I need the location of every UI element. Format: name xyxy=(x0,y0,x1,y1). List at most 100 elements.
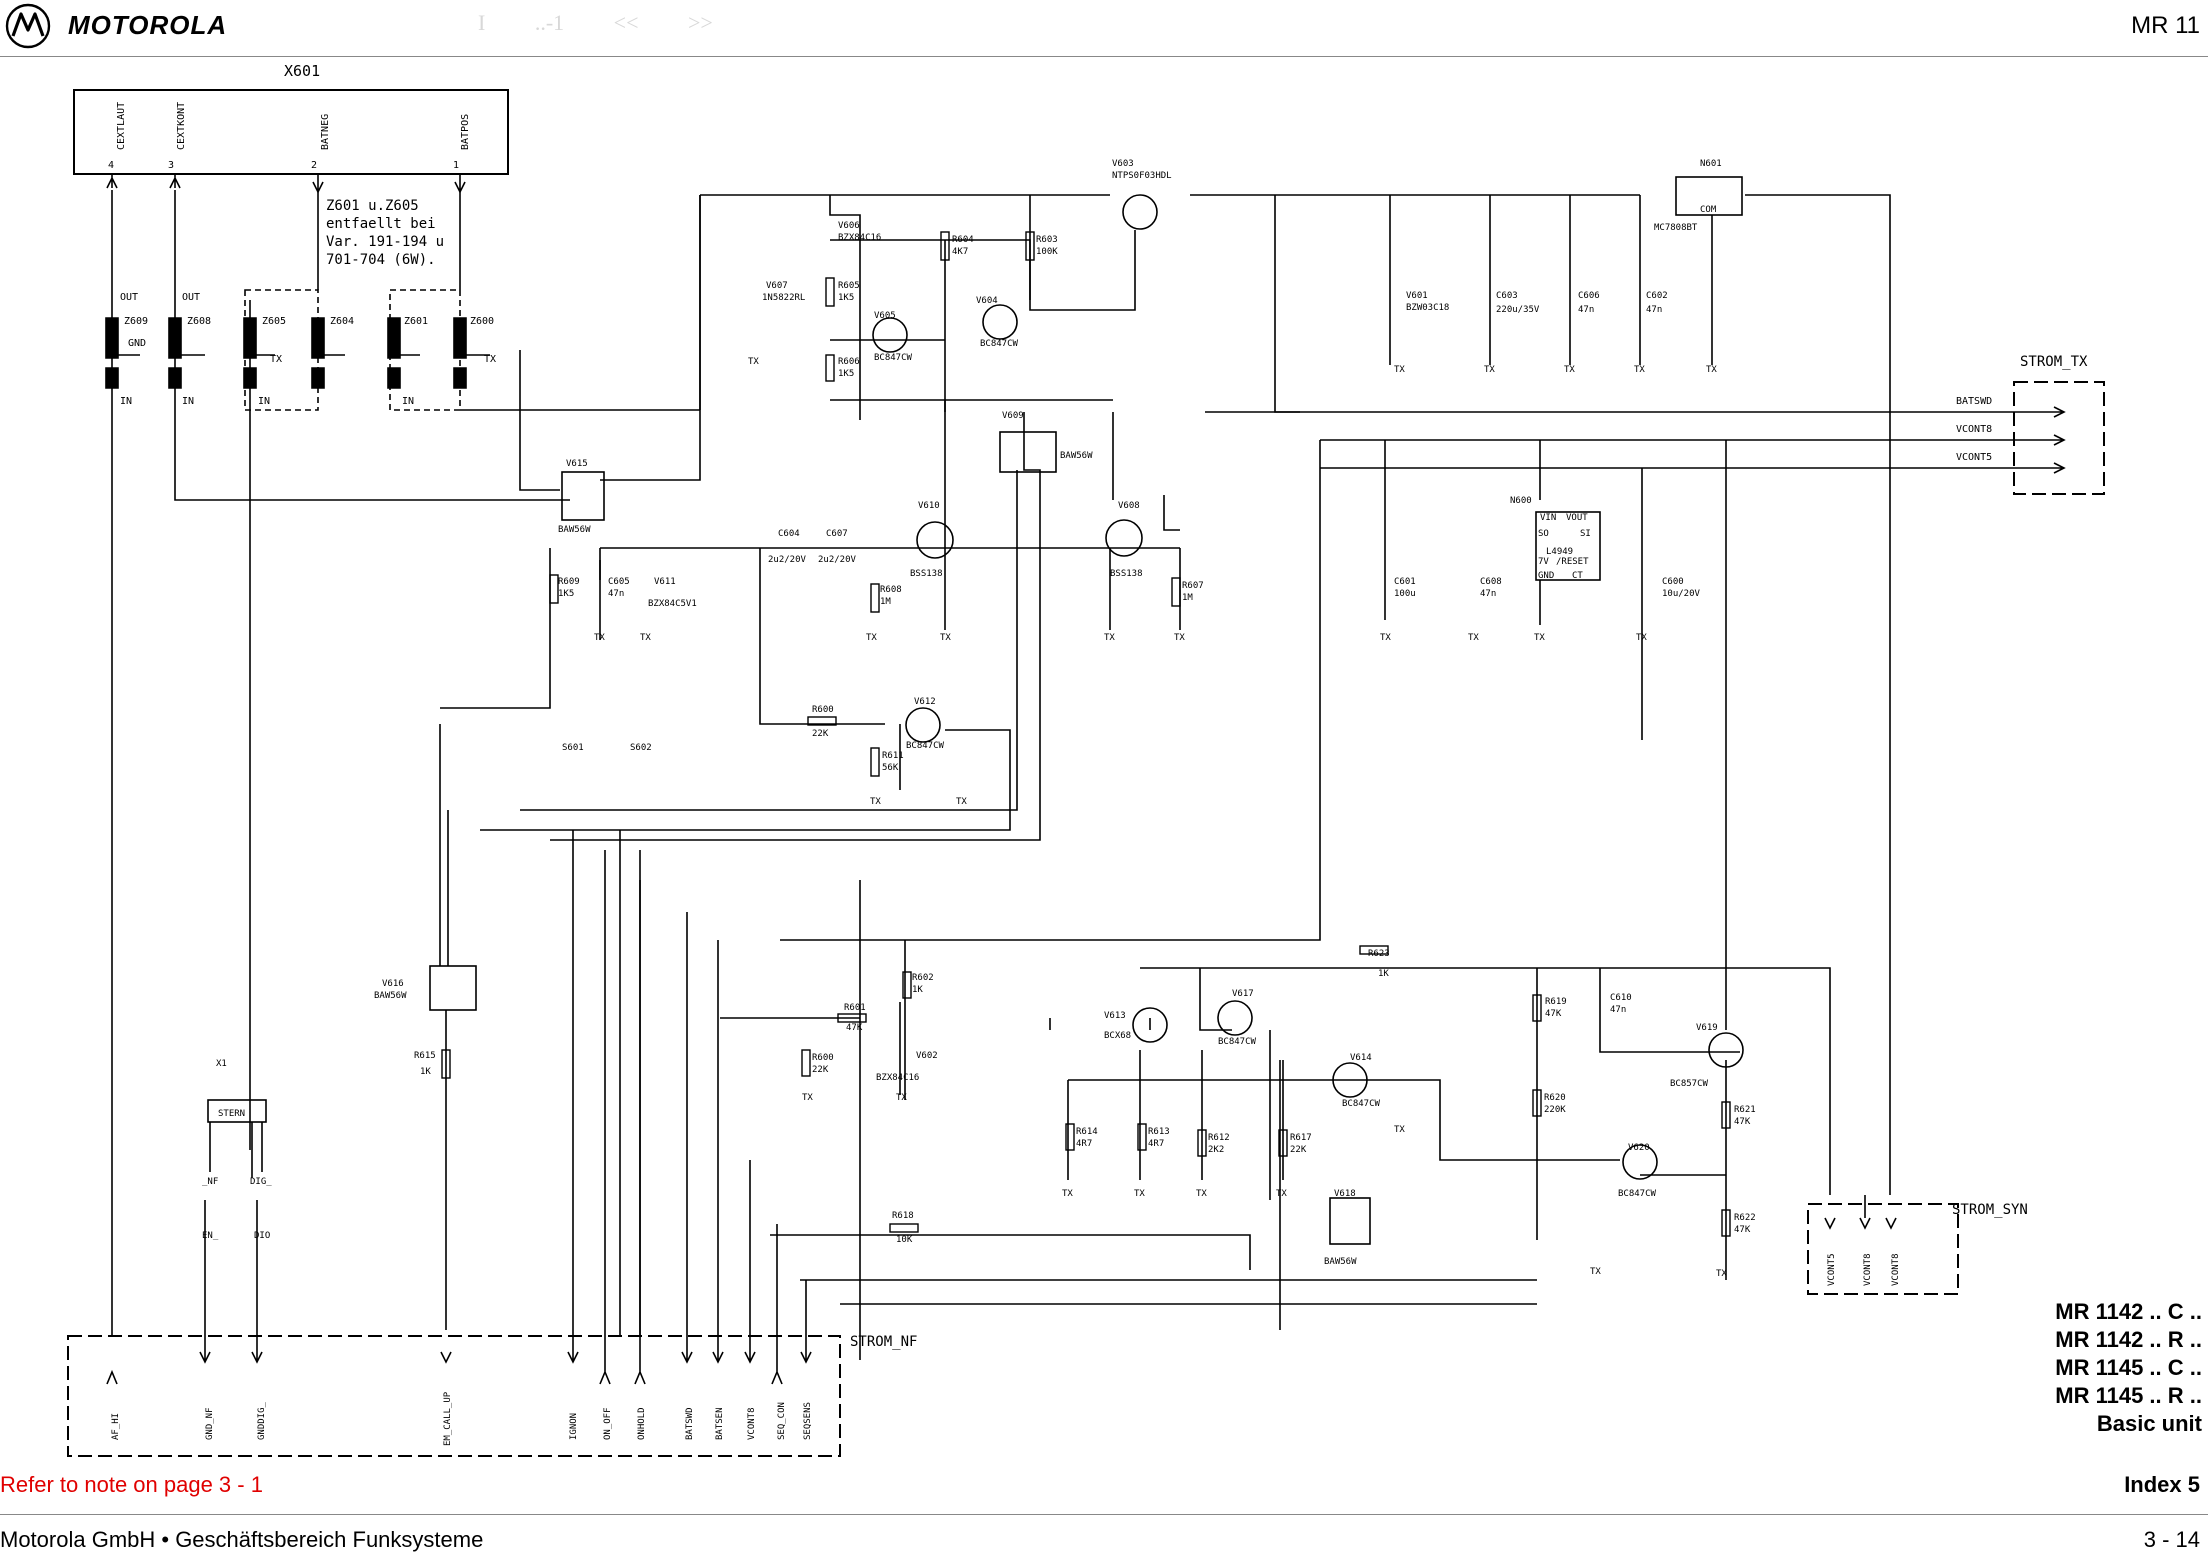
svg-text:IN: IN xyxy=(182,396,194,407)
header-divider xyxy=(0,56,2208,57)
regulator-n601 xyxy=(1675,176,1743,216)
svg-text:VCONT5: VCONT5 xyxy=(1956,452,1992,463)
nav-prev-link[interactable]: << xyxy=(613,10,639,35)
nav-next-link[interactable]: >> xyxy=(687,10,713,35)
svg-text:701-704 (6W).: 701-704 (6W). xyxy=(326,252,436,268)
mosfet-v610 xyxy=(916,521,954,559)
model-variants: MR 1142 .. C .. MR 1142 .. R .. MR 1145 … xyxy=(2055,1298,2202,1438)
svg-text:10u/20V: 10u/20V xyxy=(1662,589,1701,599)
svg-text:SEQSENS: SEQSENS xyxy=(803,1402,813,1440)
strom-tx-arrows xyxy=(2053,406,2066,474)
svg-text:ON_OFF: ON_OFF xyxy=(603,1407,613,1440)
svg-text:CT: CT xyxy=(1572,571,1583,581)
svg-text:220u/35V: 220u/35V xyxy=(1496,305,1540,315)
svg-text:BAW56W: BAW56W xyxy=(374,991,407,1001)
motorola-logo-icon xyxy=(5,3,51,49)
svg-text:TX: TX xyxy=(1104,633,1115,643)
svg-text:EN_: EN_ xyxy=(202,1231,219,1241)
nav-chapter-link[interactable]: ..-1 xyxy=(534,10,565,35)
svg-text:Z601 u.Z605: Z601 u.Z605 xyxy=(326,198,419,214)
nav-first-link[interactable]: I xyxy=(478,10,486,35)
strom-nf-signals: AF_HI GND_NF GNDDIG_ EM_CALL_UP IGNON ON… xyxy=(111,1391,813,1446)
schematic-diagram: X601 4 3 2 1 CEXTLAUT CEXTKONT BATNEG BA… xyxy=(67,62,2105,1457)
svg-text:47n: 47n xyxy=(608,589,624,599)
svg-text:TX: TX xyxy=(1564,365,1575,375)
company-footer: Motorola GmbH • Geschäftsbereich Funksys… xyxy=(0,1527,484,1552)
svg-text:1K5: 1K5 xyxy=(558,589,574,599)
svg-text:56K: 56K xyxy=(882,763,899,773)
svg-text:BZX84C16: BZX84C16 xyxy=(876,1073,919,1083)
svg-text:NTPS0F03HDL: NTPS0F03HDL xyxy=(1112,171,1172,181)
strom-nf-arrows xyxy=(106,830,812,1385)
svg-text:R609: R609 xyxy=(558,577,580,587)
svg-text:SO: SO xyxy=(1538,529,1549,539)
svg-text:BSS138: BSS138 xyxy=(910,569,943,579)
svg-text:1M: 1M xyxy=(880,597,891,607)
variant-line: MR 1142 .. C .. xyxy=(2055,1299,2202,1324)
svg-text:TX: TX xyxy=(870,797,881,807)
svg-text:47n: 47n xyxy=(1646,305,1662,315)
variant-note: Z601 u.Z605 entfaellt bei Var. 191-194 u… xyxy=(326,198,444,268)
svg-text:S601: S601 xyxy=(562,743,584,753)
svg-text:47K: 47K xyxy=(1734,1117,1751,1127)
svg-text:BAW56W: BAW56W xyxy=(1324,1257,1357,1267)
svg-text:R600: R600 xyxy=(812,1053,834,1063)
diode-v609 xyxy=(999,431,1057,473)
svg-text:BZX84C16: BZX84C16 xyxy=(838,233,881,243)
svg-text:BATSWD: BATSWD xyxy=(685,1407,695,1440)
svg-text:SEQ_CON: SEQ_CON xyxy=(777,1402,787,1440)
svg-text:BATPOS: BATPOS xyxy=(460,114,471,150)
svg-text:Z600: Z600 xyxy=(470,316,494,327)
svg-text:R620: R620 xyxy=(1544,1093,1566,1103)
strom-syn-label: STROM_SYN xyxy=(1952,1202,2028,1218)
svg-text:_NF: _NF xyxy=(202,1177,218,1187)
svg-text:V616: V616 xyxy=(382,979,404,989)
svg-text:C604: C604 xyxy=(778,529,800,539)
svg-text:X1: X1 xyxy=(216,1059,227,1069)
svg-text:VCONT8: VCONT8 xyxy=(1863,1253,1873,1286)
svg-text:22K: 22K xyxy=(812,1065,829,1075)
svg-text:R618: R618 xyxy=(892,1211,914,1221)
svg-text:TX: TX xyxy=(1134,1189,1145,1199)
regulator-n600 xyxy=(1535,511,1601,581)
svg-text:TX: TX xyxy=(940,633,951,643)
mosfet-v603 xyxy=(1122,194,1158,230)
svg-text:47n: 47n xyxy=(1578,305,1594,315)
svg-text:BAW56W: BAW56W xyxy=(558,525,591,535)
svg-text:STERN: STERN xyxy=(218,1109,245,1119)
svg-text:VCONT8: VCONT8 xyxy=(1956,424,1992,435)
svg-text:1K: 1K xyxy=(420,1067,431,1077)
svg-text:C601: C601 xyxy=(1394,577,1416,587)
svg-text:V608: V608 xyxy=(1118,501,1140,511)
svg-text:R604: R604 xyxy=(952,235,974,245)
diode-v616 xyxy=(429,965,477,1011)
svg-text:R623: R623 xyxy=(1368,949,1390,959)
svg-text:4K7: 4K7 xyxy=(952,247,968,257)
svg-text:R606: R606 xyxy=(838,357,860,367)
page-note-link[interactable]: Refer to note on page 3 - 1 xyxy=(0,1472,263,1497)
strom-syn-signals: VCONT5 VCONT8 VCONT8 xyxy=(1827,1253,1901,1286)
svg-text:V601: V601 xyxy=(1406,291,1428,301)
svg-text:OUT: OUT xyxy=(120,292,138,303)
svg-text:TX: TX xyxy=(1706,365,1717,375)
svg-text:BC847CW: BC847CW xyxy=(1218,1037,1257,1047)
svg-text:TX: TX xyxy=(748,357,759,367)
svg-text:GND_NF: GND_NF xyxy=(205,1407,215,1440)
svg-text:Z601: Z601 xyxy=(404,316,428,327)
svg-text:7V: 7V xyxy=(1538,557,1549,567)
variant-line: Basic unit xyxy=(2096,1411,2202,1436)
svg-text:Z608: Z608 xyxy=(187,316,211,327)
svg-text:N600: N600 xyxy=(1510,496,1532,506)
svg-text:TX: TX xyxy=(1468,633,1479,643)
svg-text:N601: N601 xyxy=(1700,159,1722,169)
svg-text:R601: R601 xyxy=(844,1003,866,1013)
svg-text:Var. 191-194 u: Var. 191-194 u xyxy=(326,234,444,250)
svg-text:2: 2 xyxy=(311,160,317,171)
svg-text:100u: 100u xyxy=(1394,589,1416,599)
svg-text:BC847CW: BC847CW xyxy=(906,741,945,751)
svg-text:R611: R611 xyxy=(882,751,904,761)
svg-text:4: 4 xyxy=(108,160,114,171)
svg-text:4R7: 4R7 xyxy=(1076,1139,1092,1149)
svg-text:V609: V609 xyxy=(1002,411,1024,421)
svg-text:V614: V614 xyxy=(1350,1053,1372,1063)
